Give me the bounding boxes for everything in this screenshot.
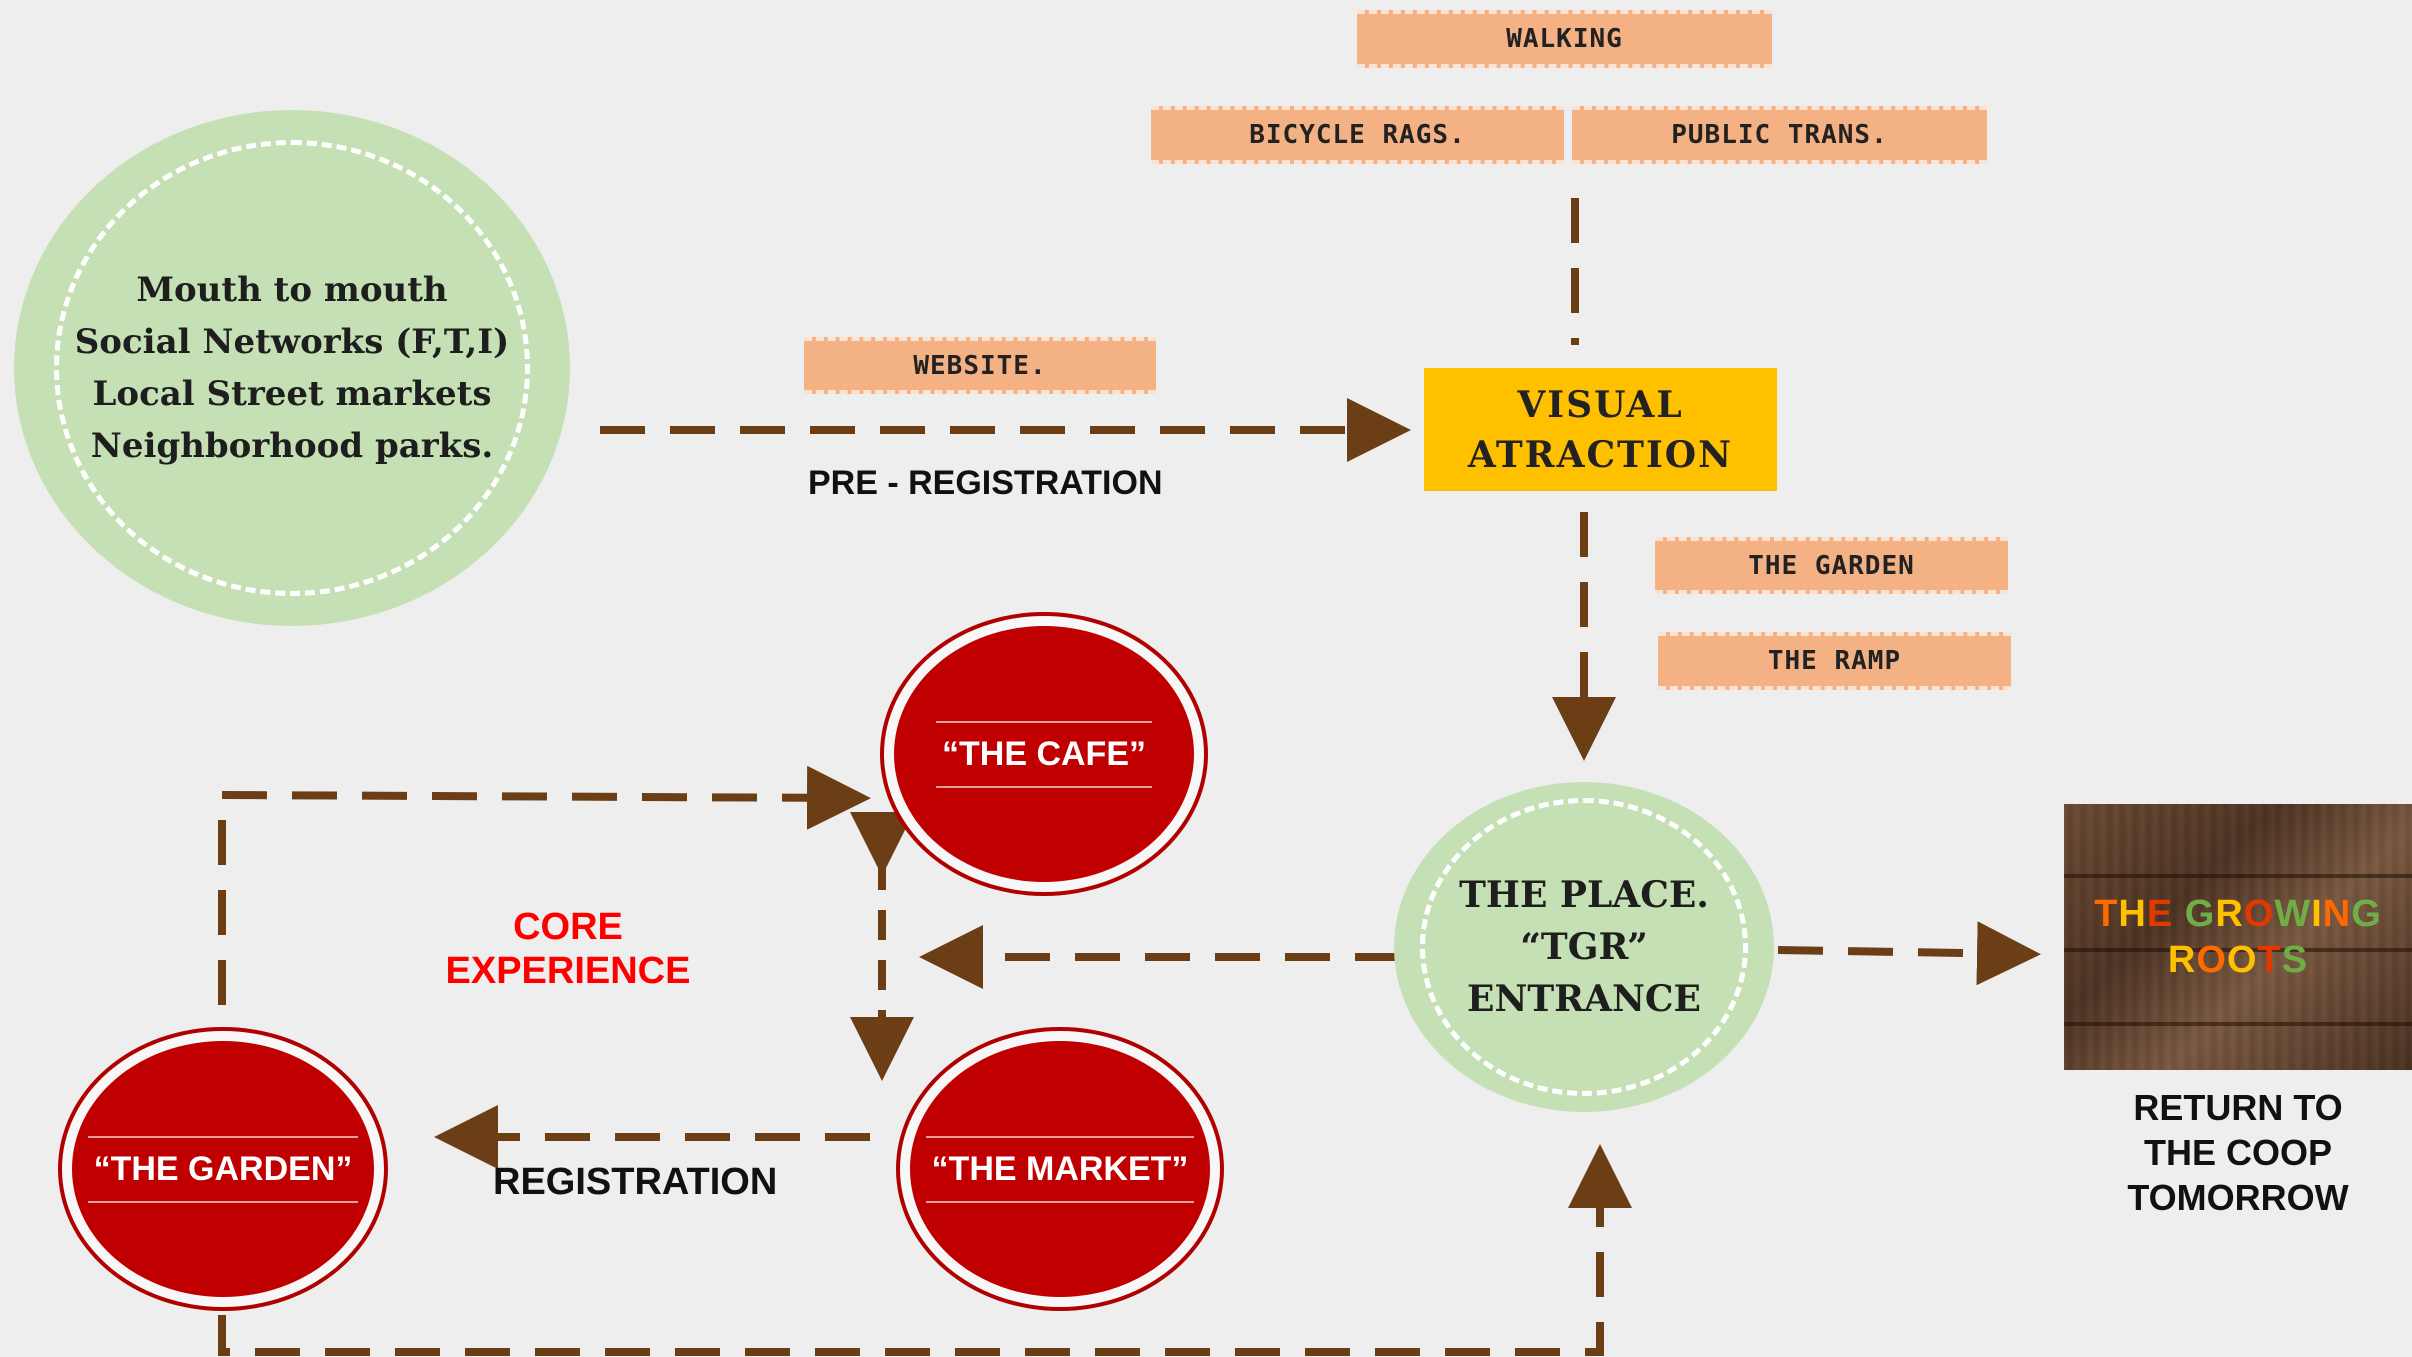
place-to-return-arrow bbox=[1777, 921, 2041, 986]
place-circle-ring bbox=[1420, 798, 1748, 1096]
channels-list: Mouth to mouth Social Networks (F,T,I) L… bbox=[75, 264, 509, 472]
visual-attraction-line2: ATRACTION bbox=[1467, 433, 1734, 476]
market-circle-fill: “THE MARKET” bbox=[910, 1041, 1210, 1297]
cafe-circle: “THE CAFE” bbox=[880, 612, 1208, 896]
garden-circle-fill: “THE GARDEN” bbox=[72, 1041, 374, 1297]
return-line2: THE COOP bbox=[2143, 1132, 2332, 1173]
market-label: “THE MARKET” bbox=[925, 1135, 1195, 1203]
market-circle: “THE MARKET” bbox=[896, 1027, 1224, 1311]
core-line2: EXPERIENCE bbox=[445, 950, 691, 992]
growing-roots-logo: THE GROWING ROOTS bbox=[2064, 804, 2412, 1070]
garden-circle: “THE GARDEN” bbox=[58, 1027, 388, 1311]
core-line1: CORE bbox=[513, 906, 623, 948]
tag-bicycle-rags: BICYCLE RAGS. bbox=[1151, 106, 1564, 164]
garden-to-cafe-arrow bbox=[218, 765, 871, 1005]
place-text: THE PLACE. “TGR” ENTRANCE bbox=[1459, 869, 1709, 1025]
logo-letter: R bbox=[2167, 939, 2197, 981]
channel-item: Neighborhood parks. bbox=[90, 426, 494, 466]
logo-letter: W bbox=[2274, 893, 2312, 935]
pre-registration-label: PRE - REGISTRATION bbox=[808, 464, 1163, 502]
registration-label: REGISTRATION bbox=[493, 1161, 778, 1203]
logo-line2: ROOTS bbox=[2168, 937, 2308, 983]
logo-letter: S bbox=[2281, 939, 2309, 981]
logo-letter: G bbox=[2351, 893, 2382, 935]
visual-attraction-line1: VISUAL bbox=[1517, 383, 1684, 426]
logo-line1: THE GROWING bbox=[2094, 891, 2382, 937]
logo-letter: O bbox=[2226, 939, 2258, 981]
channels-circle-ring bbox=[54, 140, 530, 596]
return-label: RETURN TO THE COOP TOMORROW bbox=[2064, 1085, 2412, 1220]
channel-item: Local Street markets bbox=[92, 374, 492, 414]
logo-letter bbox=[2173, 893, 2185, 935]
core-experience-label: CORE EXPERIENCE bbox=[430, 905, 706, 993]
place-circle: THE PLACE. “TGR” ENTRANCE bbox=[1394, 782, 1774, 1112]
tag-the-ramp: THE RAMP bbox=[1658, 632, 2011, 690]
logo-letter: R bbox=[2215, 893, 2244, 935]
logo-letter: O bbox=[2243, 893, 2275, 935]
place-line1: THE PLACE. bbox=[1459, 874, 1709, 916]
place-line2: “TGR” bbox=[1520, 926, 1648, 968]
logo-letter: H bbox=[2118, 893, 2147, 935]
tag-walking: WALKING bbox=[1357, 10, 1772, 68]
garden-to-place-arrow bbox=[218, 1144, 1632, 1356]
garden-label: “THE GARDEN” bbox=[87, 1135, 359, 1203]
return-line3: TOMORROW bbox=[2127, 1177, 2349, 1218]
channel-item: Social Networks (F,T,I) bbox=[74, 322, 510, 362]
return-line1: RETURN TO bbox=[2133, 1087, 2343, 1128]
logo-letter: N bbox=[2322, 893, 2352, 935]
cafe-circle-fill: “THE CAFE” bbox=[894, 626, 1194, 882]
visual-attraction-box: VISUAL ATRACTION bbox=[1424, 368, 1777, 491]
logo-letter: T bbox=[2257, 939, 2282, 981]
logo-letter: O bbox=[2196, 939, 2227, 981]
tag-public-trans: PUBLIC TRANS. bbox=[1572, 106, 1987, 164]
logo-letter: G bbox=[2184, 893, 2216, 935]
cafe-label: “THE CAFE” bbox=[936, 720, 1152, 788]
channel-item: Mouth to mouth bbox=[136, 270, 448, 310]
tag-the-garden: THE GARDEN bbox=[1655, 537, 2008, 594]
channels-circle: Mouth to mouth Social Networks (F,T,I) L… bbox=[14, 110, 570, 626]
logo-letter: E bbox=[2146, 893, 2174, 935]
logo-letter: T bbox=[2094, 893, 2119, 935]
tag-website: WEBSITE. bbox=[804, 337, 1156, 394]
logo-letter: I bbox=[2311, 893, 2323, 935]
place-line3: ENTRANCE bbox=[1467, 978, 1701, 1020]
